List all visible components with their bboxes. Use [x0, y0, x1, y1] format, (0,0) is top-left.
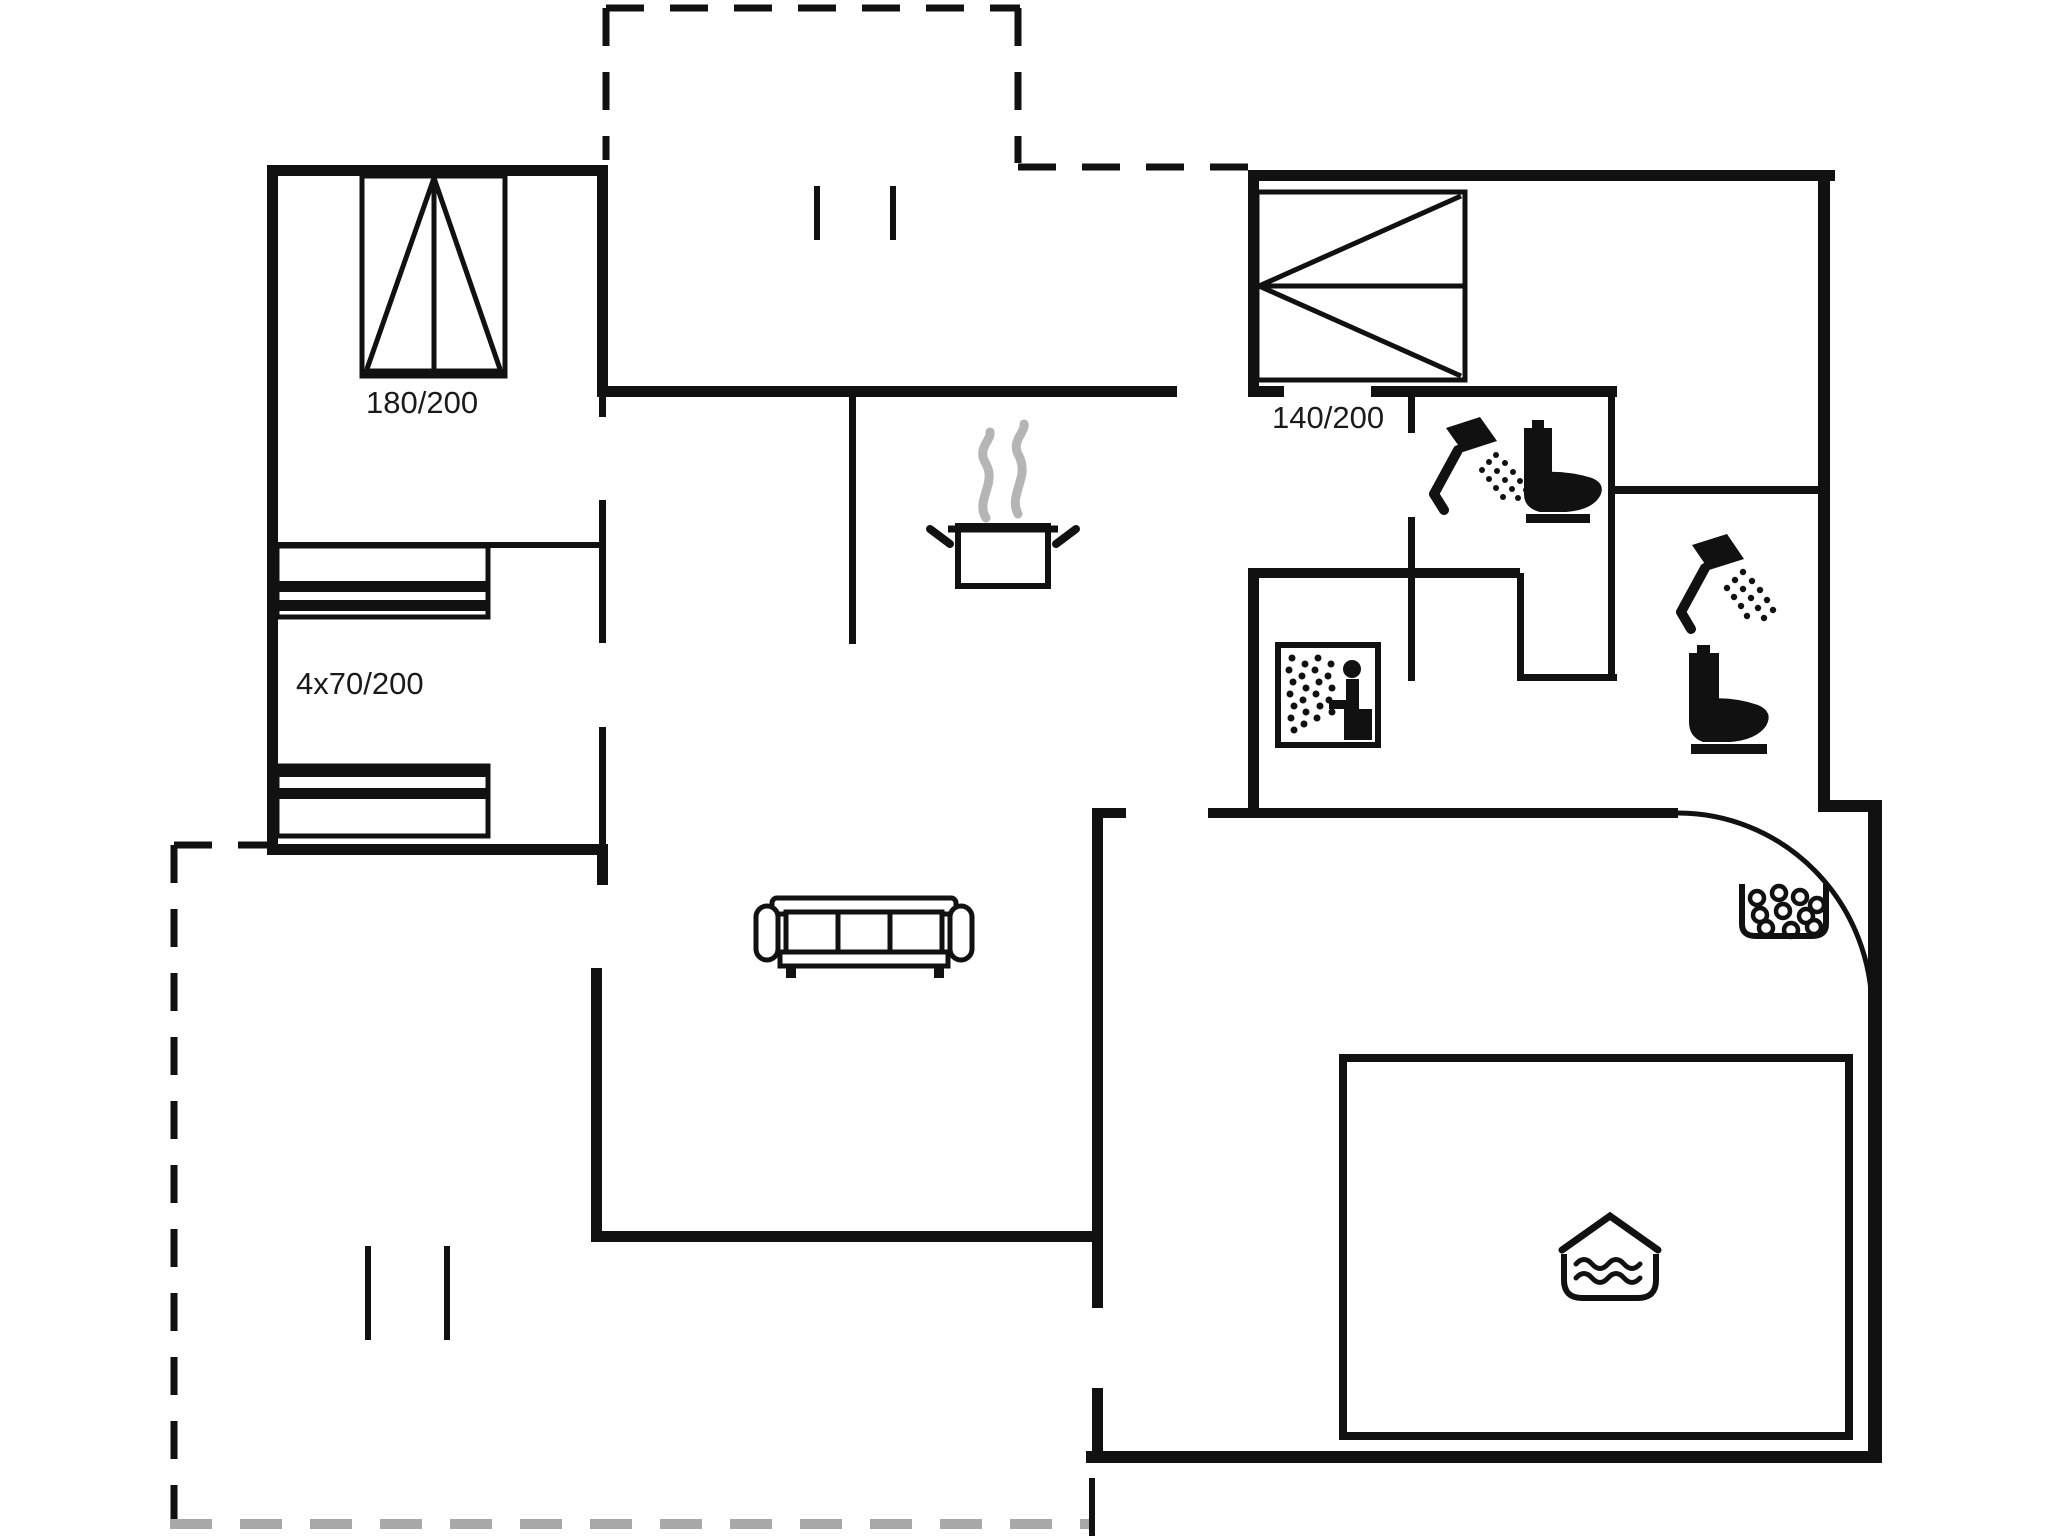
terrace-dashed-outline-left — [170, 841, 267, 1536]
bunk-bed-1 — [274, 543, 491, 620]
pool-house-icon — [1558, 1211, 1662, 1301]
toilet-icon-2 — [1689, 645, 1769, 754]
bunk-bed-2 — [274, 763, 491, 839]
swimming-pool-basin — [1339, 1054, 1853, 1440]
whirlpool-icon — [1739, 883, 1829, 940]
sofa-icon — [753, 895, 975, 978]
exterior-and-interior-walls — [267, 165, 1882, 1536]
label-small-double-bed: 140/200 — [1272, 400, 1384, 435]
sauna-icon — [1275, 642, 1381, 748]
bed-140 — [1254, 189, 1468, 383]
shower-icon-2 — [1676, 534, 1777, 634]
cooking-pot-icon — [926, 419, 1080, 589]
label-double-bed: 180/200 — [366, 385, 478, 420]
door-swing-arc — [1677, 810, 1875, 1012]
terrace-dashed-outline-top — [602, 4, 1248, 171]
double-bed-180 — [359, 173, 508, 379]
terrace-steps-top — [814, 186, 896, 240]
terrace-steps-bottom — [365, 1246, 450, 1340]
toilet-icon-1 — [1524, 420, 1602, 523]
shower-icon-1 — [1429, 417, 1529, 515]
label-bunk-beds: 4x70/200 — [296, 666, 424, 701]
